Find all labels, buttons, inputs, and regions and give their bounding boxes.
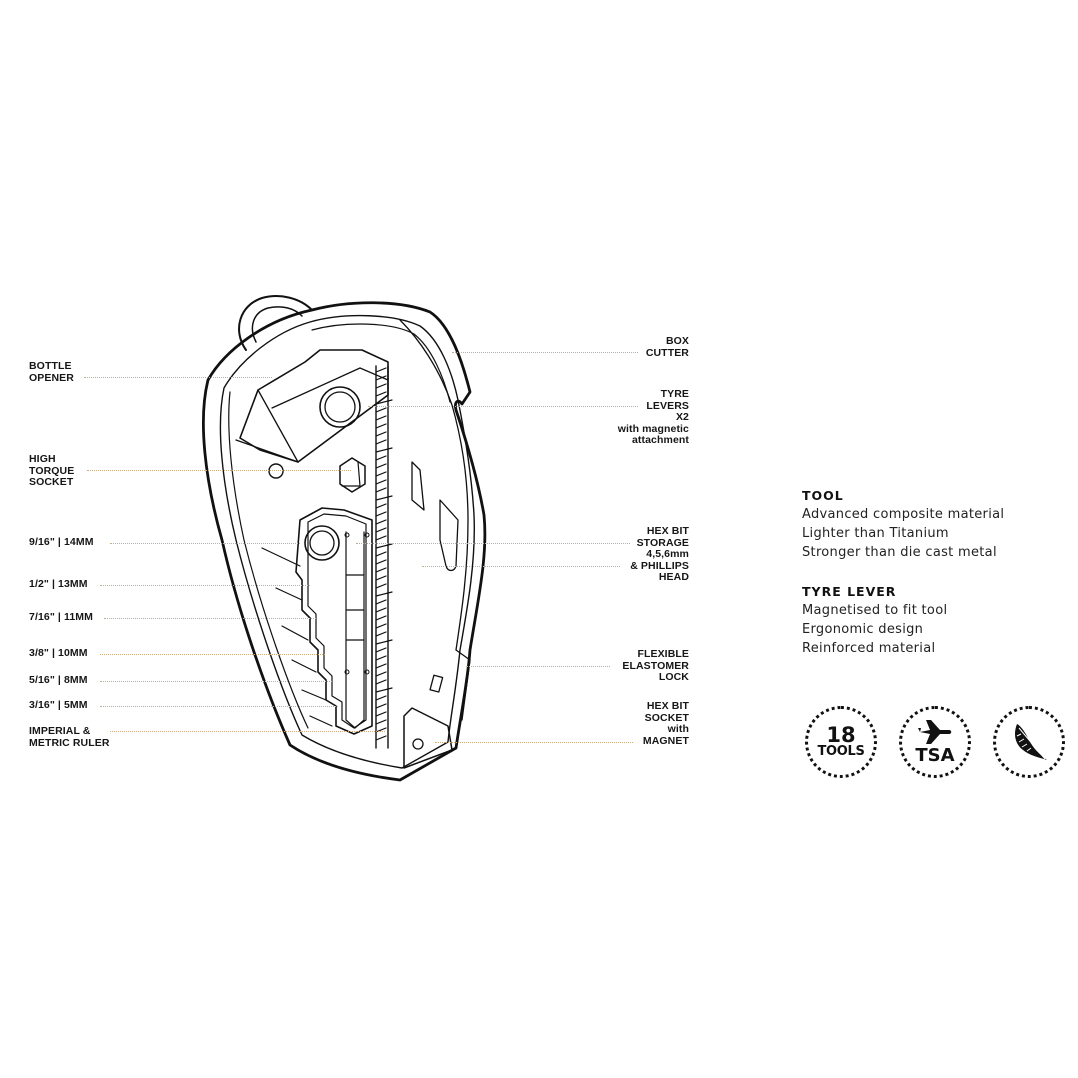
badge-lightweight: [993, 706, 1065, 778]
callout-elastomer-lock: FLEXIBLE ELASTOMER LOCK: [622, 648, 689, 683]
spec-tool-heading: TOOL: [802, 488, 844, 503]
spec-tyre-lever: TYRE LEVER Magnetised to fit tool Ergono…: [802, 583, 947, 658]
spec-tyre-lever-heading: TYRE LEVER: [802, 584, 897, 599]
leader-11mm: [104, 618, 316, 619]
tool-outer-body: [201, 301, 487, 782]
ruler-ticks: [375, 367, 393, 741]
leader-8mm: [100, 681, 332, 682]
callout-box-cutter: BOX CUTTER: [645, 335, 689, 359]
leader-10mm: [100, 654, 325, 655]
leader-5mm: [100, 706, 338, 707]
callout-hex-bit-storage: HEX BIT STORAGE 4,5,6mm & PHILLIPS HEAD: [630, 525, 689, 583]
wrench-sizes-channel: [295, 507, 373, 735]
callout-size-8mm: 5/16" | 8MM: [29, 674, 88, 686]
leader-14mm: [110, 543, 300, 544]
leader-bottle-opener: [84, 377, 272, 378]
spec-tool-line: Advanced composite material: [802, 507, 1005, 522]
feather-icon: [1015, 724, 1047, 760]
callout-size-13mm: 1/2" | 13MM: [29, 578, 88, 590]
badge-tools-number: 18: [826, 723, 856, 747]
box-cutter-housing: [239, 349, 389, 463]
leader-high-torque-socket: [87, 470, 351, 471]
callout-ruler: IMPERIAL & METRIC RULER: [29, 725, 110, 749]
badge-18-tools: 18 TOOLS: [805, 706, 877, 778]
hex-bit-storage-drawing: [345, 531, 365, 729]
badge-tools-label: TOOLS: [817, 744, 865, 759]
badge-tsa: TSA: [899, 706, 971, 778]
spec-tyre-lever-line: Magnetised to fit tool: [802, 603, 948, 618]
hex-bit-socket-drawing: [403, 707, 453, 769]
leader-tyre-levers: [368, 406, 638, 407]
callout-tyre-levers: TYRE LEVERS X2 with magnetic attachment: [617, 388, 689, 446]
high-torque-socket-drawing: [319, 386, 361, 428]
callout-size-10mm: 3/8" | 10MM: [29, 647, 88, 659]
leader-hex-bit-storage-a: [356, 543, 630, 544]
spec-tyre-lever-line: Reinforced material: [802, 641, 936, 656]
callout-size-11mm: 7/16" | 11MM: [29, 611, 93, 623]
leader-hex-bit-socket: [435, 742, 633, 743]
spec-tool: TOOL Advanced composite material Lighter…: [802, 487, 1004, 562]
leader-13mm: [100, 585, 310, 586]
callout-hex-bit-socket: HEX BIT SOCKET with MAGNET: [642, 700, 689, 747]
leader-hex-bit-storage-b: [422, 566, 620, 567]
spec-tool-line: Stronger than die cast metal: [802, 545, 997, 560]
airplane-icon: [918, 720, 952, 744]
leader-elastomer-lock: [466, 666, 610, 667]
callout-size-14mm: 9/16" | 14MM: [29, 536, 94, 548]
leader-ruler: [110, 731, 385, 732]
leader-box-cutter: [452, 352, 638, 353]
callout-size-5mm: 3/16" | 5MM: [29, 699, 88, 711]
callout-bottle-opener: BOTTLE OPENER: [29, 360, 74, 384]
spec-tyre-lever-line: Ergonomic design: [802, 622, 924, 637]
spec-tool-line: Lighter than Titanium: [802, 526, 949, 541]
keyring-loop: [238, 295, 313, 351]
badge-tsa-label: TSA: [915, 745, 955, 766]
elastomer-lock-drawing: [429, 674, 444, 693]
callout-high-torque-socket: HIGH TORQUE SOCKET: [29, 453, 75, 488]
